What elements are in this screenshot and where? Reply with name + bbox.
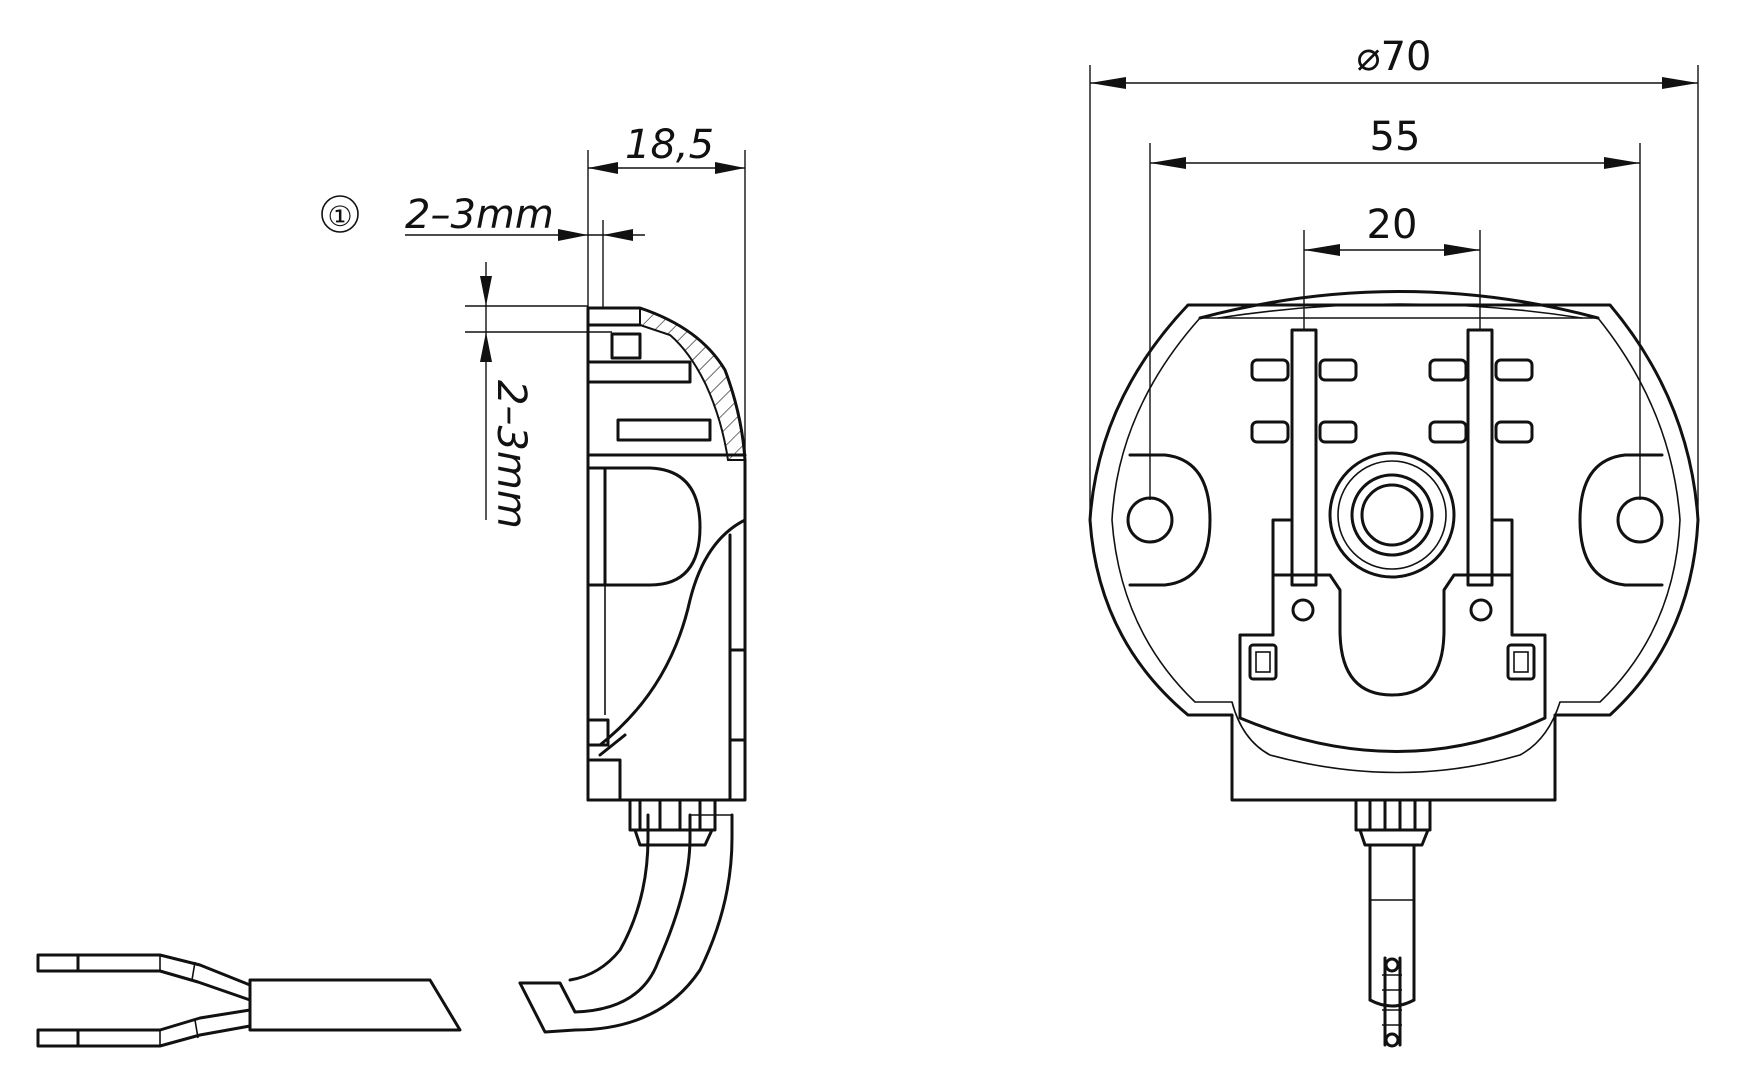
cable-wire-ends bbox=[36, 953, 462, 1048]
dimension-label-18-5: 18,5 bbox=[625, 122, 714, 168]
cable-curved bbox=[518, 813, 734, 1034]
front-view-body bbox=[1088, 290, 1700, 1048]
dimension-label-horizontal-gap: 2–3mm bbox=[405, 192, 554, 238]
dimension-label-vertical-gap: 2–3mm bbox=[488, 380, 534, 529]
callout-marker: ① bbox=[321, 195, 359, 233]
dimension-18-5: 18,5 bbox=[587, 122, 746, 460]
dimension-horizontal-gap: 2–3mm bbox=[405, 192, 645, 308]
dimension-pin-spacing: 20 bbox=[1303, 202, 1481, 330]
dimension-label-hole-spacing: 55 bbox=[1370, 114, 1421, 160]
dimension-label-outer-diameter: ⌀70 bbox=[1357, 34, 1432, 80]
dimension-outer-diameter: ⌀70 bbox=[1089, 34, 1699, 520]
dimension-hole-spacing: 55 bbox=[1149, 114, 1641, 500]
callout-number: ① bbox=[327, 200, 352, 233]
side-view-body bbox=[586, 306, 747, 847]
dimension-vertical-gap: 2–3mm bbox=[465, 262, 612, 529]
dimension-label-pin-spacing: 20 bbox=[1367, 202, 1418, 248]
